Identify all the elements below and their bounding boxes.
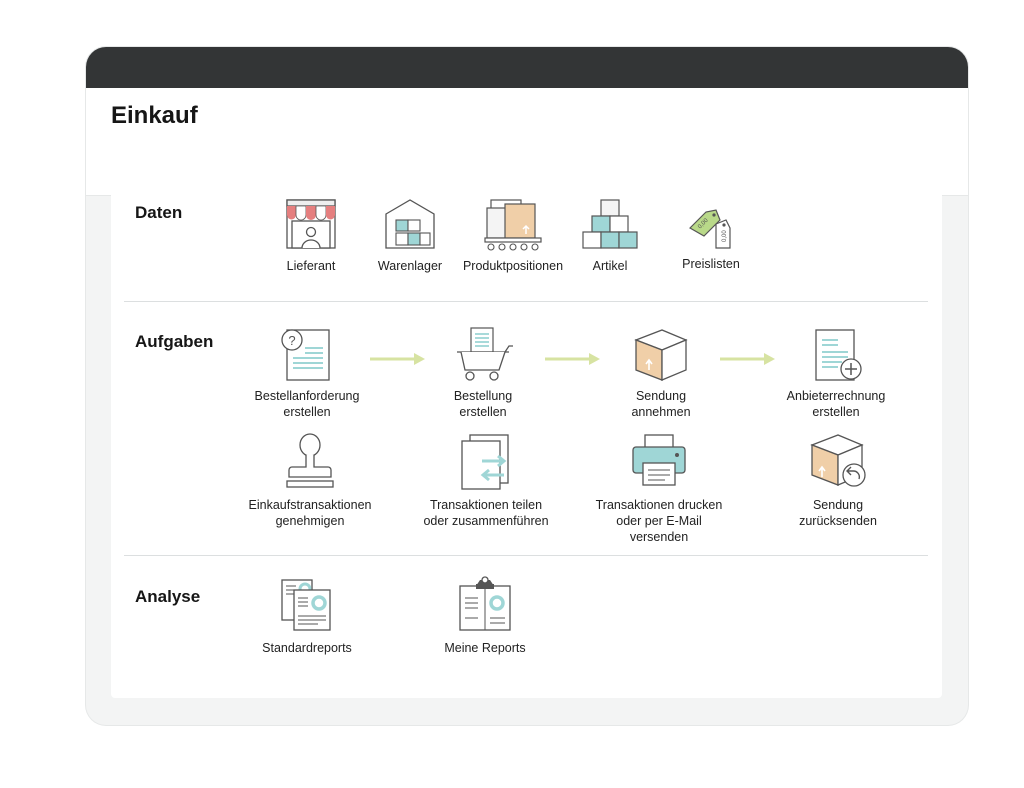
tile-bestellung[interactable]: Bestellung erstellen bbox=[413, 326, 553, 420]
tile-produktpositionen[interactable]: Produktpositionen bbox=[443, 196, 583, 274]
section-label-daten: Daten bbox=[135, 203, 183, 222]
navigation-card: Daten Lieferant bbox=[111, 176, 942, 698]
svg-text:0,00: 0,00 bbox=[722, 230, 728, 242]
section-divider bbox=[124, 555, 928, 556]
flow-arrow bbox=[370, 353, 425, 365]
tile-standardreports[interactable]: Standardreports bbox=[237, 576, 377, 656]
tile-label: Einkaufstransaktionen genehmigen bbox=[248, 498, 372, 528]
tile-label: Lieferant bbox=[286, 259, 336, 273]
tile-transaktionen-drucken[interactable]: Transaktionen drucken oder per E-Mail ve… bbox=[589, 431, 729, 545]
tile-label: Artikel bbox=[592, 259, 628, 273]
tile-label: Meine Reports bbox=[444, 641, 526, 655]
title-bar bbox=[86, 47, 968, 88]
tile-anbieterrechnung[interactable]: Anbieterrechnung erstellen bbox=[766, 326, 906, 420]
section-label-aufgaben: Aufgaben bbox=[135, 332, 214, 351]
app-window: Einkauf Daten Lieferant bbox=[86, 47, 968, 725]
my-reports-clipboard-icon bbox=[459, 576, 511, 631]
tile-label: Preislisten bbox=[682, 257, 740, 271]
tile-label: Transaktionen teilen oder zusammenführen bbox=[423, 498, 549, 528]
tile-label: Bestellanforderung erstellen bbox=[254, 389, 360, 419]
tile-preislisten[interactable]: 0,00 0,00 Preislisten bbox=[641, 206, 781, 272]
stacked-boxes-icon bbox=[582, 199, 638, 249]
tile-meine-reports[interactable]: Meine Reports bbox=[415, 576, 555, 656]
tile-sendung-zuruecksenden[interactable]: Sendung zurücksenden bbox=[768, 431, 908, 529]
request-document-icon: ? bbox=[281, 329, 330, 381]
tile-bestellanforderung[interactable]: ? Bestellanforderung erstellen bbox=[237, 326, 377, 420]
reports-icon bbox=[281, 579, 331, 631]
flow-arrow bbox=[720, 353, 775, 365]
tile-warenlager[interactable]: Warenlager bbox=[340, 196, 480, 274]
package-icon bbox=[634, 329, 688, 381]
shopping-cart-icon bbox=[457, 327, 513, 381]
tile-label: Warenlager bbox=[377, 259, 443, 273]
tile-label: Transaktionen drucken oder per E-Mail ve… bbox=[595, 498, 723, 544]
tile-label: Bestellung erstellen bbox=[453, 389, 513, 419]
flow-arrow bbox=[545, 353, 600, 365]
page-title: Einkauf bbox=[111, 102, 198, 129]
section-label-analyse: Analyse bbox=[135, 587, 201, 606]
tile-label: Sendung annehmen bbox=[631, 389, 691, 419]
svg-text:?: ? bbox=[288, 333, 295, 348]
price-tags-icon: 0,00 0,00 bbox=[689, 209, 731, 249]
tile-sendung-annehmen[interactable]: Sendung annehmen bbox=[591, 326, 731, 420]
tile-label: Sendung zurücksenden bbox=[799, 498, 877, 528]
tile-label: Standardreports bbox=[262, 641, 352, 655]
tile-transaktionen-teilen[interactable]: Transaktionen teilen oder zusammenführen bbox=[416, 431, 556, 529]
tile-label: Anbieterrechnung erstellen bbox=[786, 389, 886, 419]
tile-lieferant[interactable]: Lieferant bbox=[241, 196, 381, 274]
tile-label: Produktpositionen bbox=[462, 259, 564, 273]
invoice-add-icon bbox=[815, 329, 862, 381]
tile-einkaufstransaktionen-genehmigen[interactable]: Einkaufstransaktionen genehmigen bbox=[240, 431, 380, 529]
split-merge-icon bbox=[461, 434, 509, 490]
tile-artikel[interactable]: Artikel bbox=[540, 196, 680, 274]
conveyor-boxes-icon bbox=[484, 199, 542, 251]
storefront-icon bbox=[286, 199, 336, 249]
printer-icon bbox=[632, 434, 686, 486]
section-divider bbox=[124, 301, 928, 302]
warehouse-icon bbox=[385, 199, 435, 249]
approval-stamp-icon bbox=[286, 433, 334, 488]
return-package-icon bbox=[810, 434, 866, 487]
